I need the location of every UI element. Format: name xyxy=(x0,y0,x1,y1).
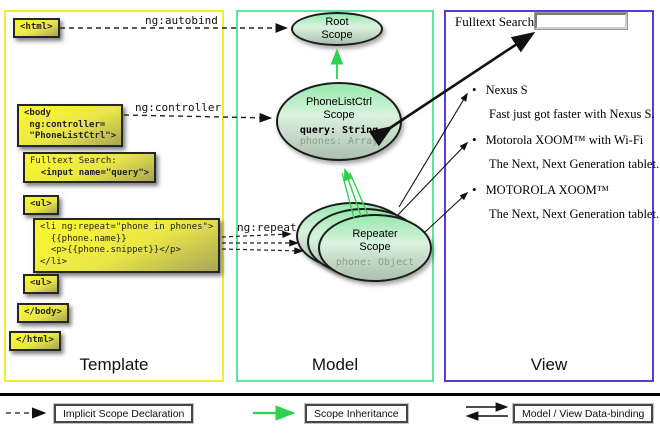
code-li-repeat: <li ng:repeat="phone in phones"> {{phone… xyxy=(33,218,221,273)
code-ul-close: <ul> xyxy=(23,274,59,294)
view-fulltext-search-label: Fulltext Search: xyxy=(455,14,538,29)
phonelistctrl-scope-title: PhoneListCtrl Scope xyxy=(305,95,373,121)
view-item-snippet: The Next, Next Generation tablet. xyxy=(489,157,660,171)
view-item-name: •Nexus S xyxy=(472,82,528,97)
legend-scope-inheritance: Scope Inheritance xyxy=(305,404,408,423)
code-html-close: </html> xyxy=(9,331,61,351)
legend-double-arrow-icon xyxy=(465,402,509,421)
phonelistctrl-scope-ellipse: PhoneListCtrl Scope query: String phones… xyxy=(276,82,402,161)
repeater-scope-ellipse-front: Repeater Scope phone: Object xyxy=(318,214,432,282)
view-item-snippet: The Next, Next Generation tablet. xyxy=(489,207,660,221)
bullet-icon: • xyxy=(472,132,477,147)
root-scope-title: Root Scope xyxy=(321,16,353,41)
view-column-title: View xyxy=(530,355,568,374)
bullet-icon: • xyxy=(472,182,477,197)
code-fulltext-search: Fulltext Search: <input name="query"> xyxy=(23,152,157,184)
legend-implicit-scope-declaration: Implicit Scope Declaration xyxy=(54,404,194,423)
legend-model-view-data-binding: Model / View Data-binding xyxy=(513,404,654,423)
view-item-snippet: Fast just got faster with Nexus S. xyxy=(489,107,655,121)
view-item-name: •MOTOROLA XOOM™ xyxy=(472,182,610,197)
phonelistctrl-phones-var: phones: Array xyxy=(299,136,379,148)
model-column-title: Model xyxy=(311,355,359,374)
label-ng-repeat: ng:repeat xyxy=(237,221,297,234)
repeater-scope-title: Repeater Scope xyxy=(352,228,398,253)
model-column: Model xyxy=(236,10,434,382)
label-ng-autobind: ng:autobind xyxy=(145,14,218,27)
code-body-open: <body ng:controller= "PhoneListCtrl"> xyxy=(17,104,124,148)
repeater-phone-var: phone: Object xyxy=(335,256,415,268)
fulltext-search-input[interactable] xyxy=(534,12,628,30)
code-fulltext-label: Fulltext Search: xyxy=(30,156,117,166)
code-ul-open: <ul> xyxy=(23,195,59,215)
template-column-title: Template xyxy=(79,355,149,374)
bullet-icon: • xyxy=(472,82,477,97)
code-body-close: </body> xyxy=(17,303,69,323)
code-html-open: <html> xyxy=(13,18,60,38)
legend-separator-line xyxy=(0,393,660,396)
label-ng-controller: ng:controller xyxy=(135,101,222,114)
root-scope-ellipse: Root Scope xyxy=(291,12,383,46)
code-fulltext-input: <input name="query"> xyxy=(30,167,150,178)
phonelistctrl-query-var: query: String xyxy=(299,125,379,137)
view-item-name: •Motorola XOOM™ with Wi-Fi xyxy=(472,132,644,147)
